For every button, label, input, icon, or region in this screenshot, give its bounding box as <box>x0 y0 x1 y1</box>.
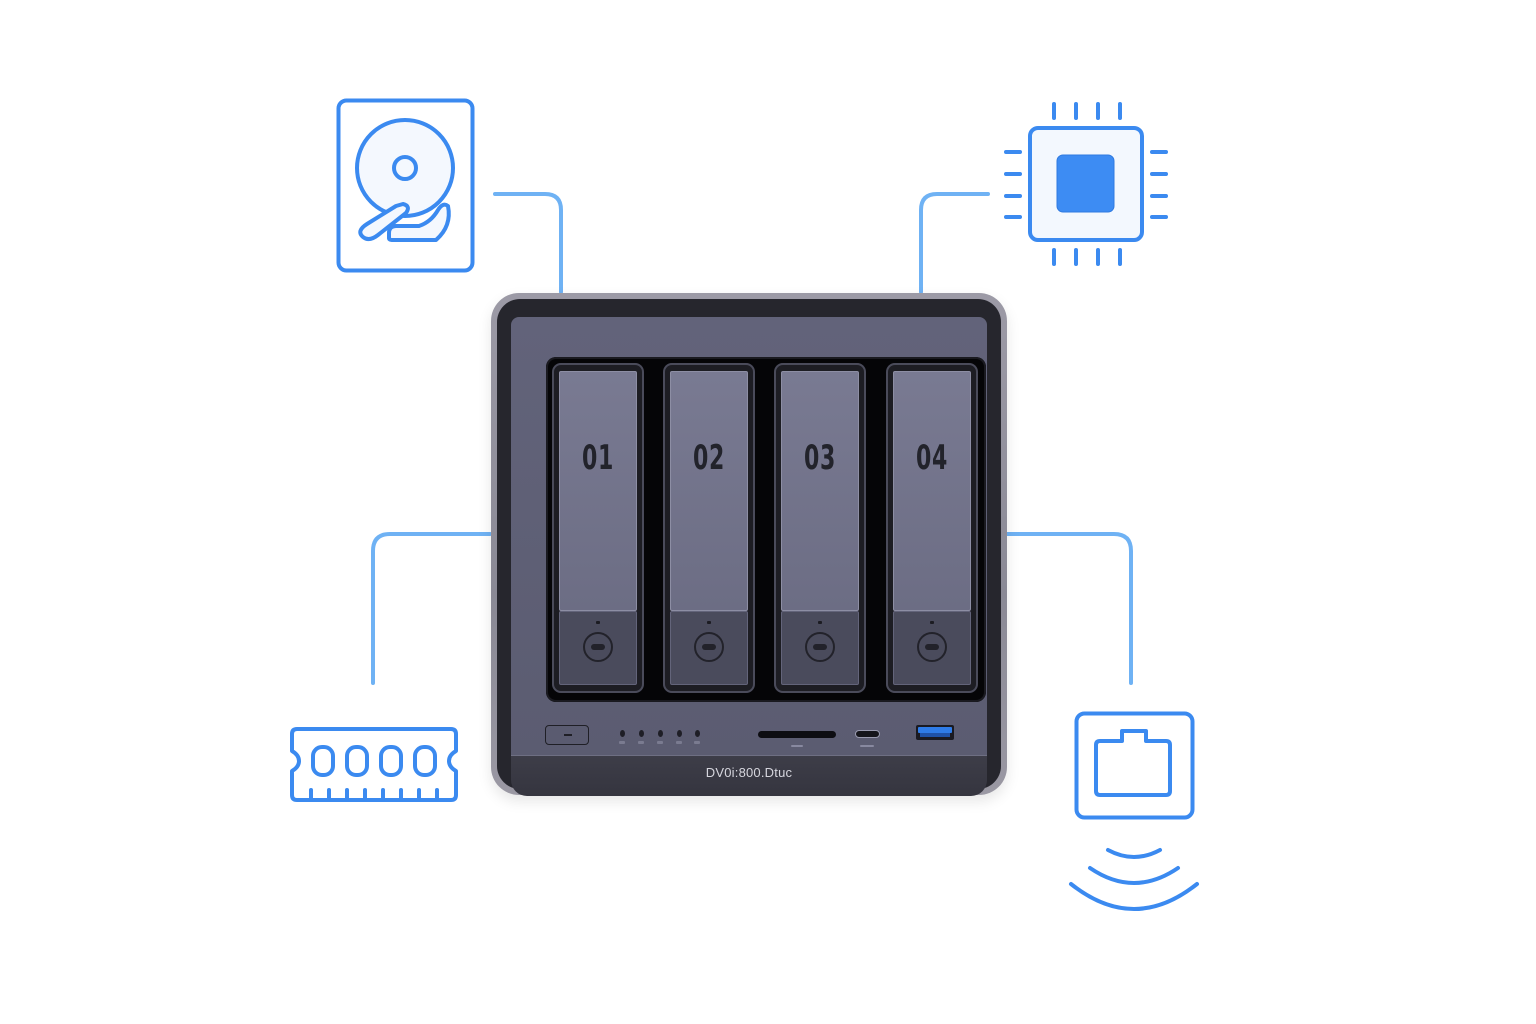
tray-lock-icon[interactable] <box>694 632 724 662</box>
drive-tray-face: 01 <box>559 371 637 611</box>
sd-slot-label <box>791 745 803 747</box>
bay-number: 01 <box>581 438 615 478</box>
unlock-indicator-icon <box>930 621 934 624</box>
drive-bay-1[interactable]: 01 <box>552 363 644 693</box>
bay-number: 03 <box>803 438 837 478</box>
connector-hdd <box>493 192 563 294</box>
led-label <box>638 741 644 744</box>
drive-tray-face: 02 <box>670 371 748 611</box>
ethernet-port-icon <box>1074 711 1195 820</box>
drive-tray-face: 03 <box>781 371 859 611</box>
drive-tray-face: 04 <box>893 371 971 611</box>
bay-number: 02 <box>692 438 726 478</box>
connector-cpu <box>919 192 990 294</box>
hard-drive-icon <box>336 98 475 273</box>
led-label <box>619 741 625 744</box>
drive-tray-handle[interactable] <box>670 611 748 685</box>
unlock-indicator-icon <box>818 621 822 624</box>
nas-base-strip: DV0i:800.Dtuc <box>511 755 987 796</box>
usb-a-port[interactable] <box>916 725 954 740</box>
drive-bay-well: 01 02 03 <box>546 357 986 702</box>
power-button[interactable] <box>545 725 589 745</box>
tray-lock-icon[interactable] <box>805 632 835 662</box>
status-led-icon <box>639 730 644 737</box>
tray-lock-icon[interactable] <box>917 632 947 662</box>
nas-front-panel: 01 02 03 <box>511 317 987 755</box>
usb-c-port[interactable] <box>855 730 880 738</box>
drive-tray-handle[interactable] <box>893 611 971 685</box>
tray-lock-icon[interactable] <box>583 632 613 662</box>
status-led-icon <box>677 730 682 737</box>
status-led-icon <box>658 730 663 737</box>
led-label <box>694 741 700 744</box>
led-label <box>676 741 682 744</box>
model-label: DV0i:800.Dtuc <box>705 765 793 780</box>
drive-tray-handle[interactable] <box>559 611 637 685</box>
led-label <box>657 741 663 744</box>
ram-module-icon <box>290 727 458 802</box>
drive-tray-handle[interactable] <box>781 611 859 685</box>
status-led-icon <box>695 730 700 737</box>
bay-number: 04 <box>915 438 949 478</box>
drive-bay-4[interactable]: 04 <box>886 363 978 693</box>
sd-card-slot[interactable] <box>758 731 836 738</box>
nas-device: 01 02 03 <box>491 293 1007 796</box>
cpu-chip-icon <box>1004 102 1168 266</box>
connector-ram <box>371 532 492 685</box>
connector-ethernet <box>1004 532 1133 685</box>
status-led-icon <box>620 730 625 737</box>
wireless-signal-icon <box>1069 848 1199 911</box>
unlock-indicator-icon <box>707 621 711 624</box>
drive-bay-2[interactable]: 02 <box>663 363 755 693</box>
unlock-indicator-icon <box>596 621 600 624</box>
usb-c-label <box>860 745 874 747</box>
drive-bay-3[interactable]: 03 <box>774 363 866 693</box>
